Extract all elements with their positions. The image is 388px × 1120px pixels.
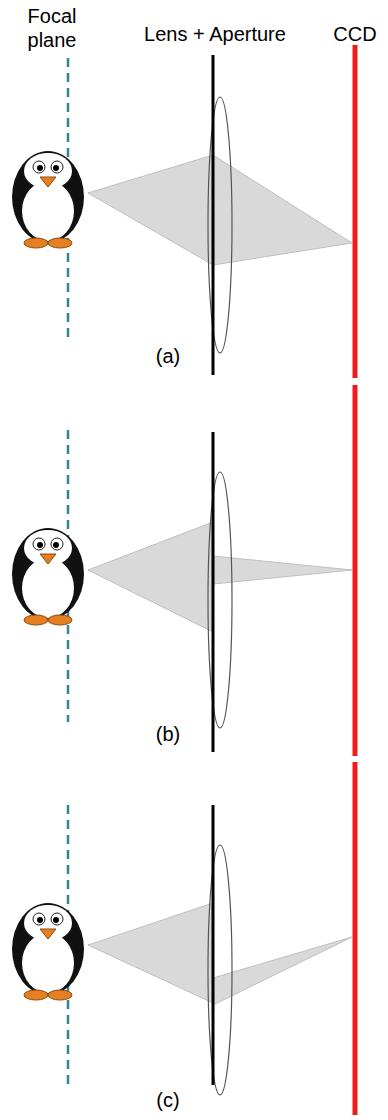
panel-a <box>12 45 355 378</box>
ccd-sensor <box>353 45 358 378</box>
axis-heading: CCD <box>325 22 385 46</box>
axis-heading: Focal plane <box>17 4 87 52</box>
light-cone <box>88 522 213 632</box>
light-cone <box>88 155 213 265</box>
light-cone <box>213 556 352 584</box>
ccd-sensor <box>353 762 358 1115</box>
axis-heading: Lens + Aperture <box>125 22 305 46</box>
panel-label: (b) <box>143 722 193 746</box>
panel-label: (c) <box>143 1088 193 1112</box>
ccd-sensor <box>353 385 358 756</box>
panel-c <box>12 762 355 1115</box>
aperture <box>212 805 215 1085</box>
light-cone <box>88 903 213 1003</box>
panel-b <box>12 385 355 756</box>
light-cone <box>213 937 352 1005</box>
aperture <box>212 55 215 375</box>
panel-label: (a) <box>143 344 193 368</box>
light-cone <box>213 155 352 265</box>
aperture <box>212 432 215 752</box>
